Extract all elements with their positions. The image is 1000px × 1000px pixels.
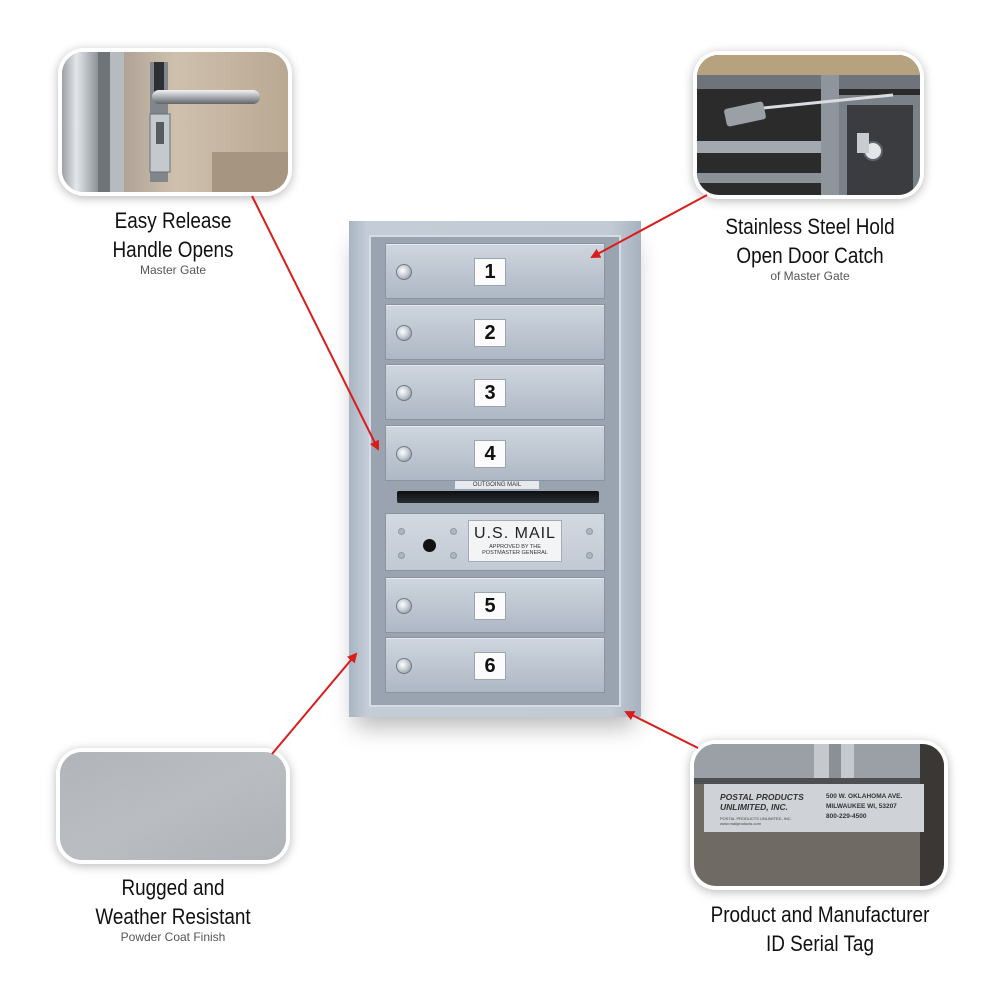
arrow-tag	[624, 711, 699, 749]
lock-icon	[396, 446, 412, 462]
outgoing-mail-slot	[397, 491, 599, 503]
caption-title-line-1: Easy Release	[114, 208, 232, 233]
caption-title-line-2: Open Door Catch	[736, 243, 884, 268]
mailbox-unit: 1 2 3 4 OUTGOING MAIL U.S. MAIL APPROV	[349, 221, 641, 717]
door-number: 2	[474, 319, 506, 347]
serial-tag-address: 500 W. OKLAHOMA AVE. MILWAUKEE WI, 53207…	[826, 792, 926, 822]
caption-subtitle: of Master Gate	[770, 269, 850, 283]
rivet	[586, 528, 593, 535]
us-mail-plate: U.S. MAIL APPROVED BY THE POSTMASTER GEN…	[468, 520, 562, 562]
parcel-door: U.S. MAIL APPROVED BY THE POSTMASTER GEN…	[385, 513, 605, 571]
lock-icon	[396, 264, 412, 280]
door-2: 2	[385, 304, 605, 360]
keyhole-icon	[423, 539, 436, 552]
mailbox-door-frame: 1 2 3 4 OUTGOING MAIL U.S. MAIL APPROV	[369, 235, 621, 707]
door-4: 4	[385, 425, 605, 481]
caption-title-line-1: Stainless Steel Hold	[725, 214, 895, 239]
brand-website: www.mailproducts.com	[720, 821, 761, 826]
lock-icon	[396, 658, 412, 674]
door-number: 3	[474, 379, 506, 407]
powder-coat-swatch-image	[60, 752, 286, 860]
brand-small-line: POSTAL PRODUCTS UNLIMITED, INC.	[720, 816, 792, 821]
serial-tag-brand: POSTAL PRODUCTS UNLIMITED, INC. POSTAL P…	[720, 792, 824, 826]
door-number: 6	[474, 652, 506, 680]
rivet	[450, 528, 457, 535]
door-3: 3	[385, 364, 605, 420]
lock-icon	[396, 598, 412, 614]
powder-caption: Rugged and Weather Resistant Powder Coat…	[60, 873, 286, 944]
serial-tag-background	[694, 744, 944, 886]
brand-line-2: UNLIMITED, INC.	[720, 802, 788, 812]
door-number: 5	[474, 592, 506, 620]
caption-subtitle: Powder Coat Finish	[120, 930, 226, 944]
tag-caption: Product and Manufacturer ID Serial Tag	[680, 900, 960, 958]
caption-title-line-2: ID Serial Tag	[766, 931, 874, 956]
door-6: 6	[385, 637, 605, 693]
phone-number: 800-229-4500	[826, 813, 867, 820]
handle-closeup-art	[62, 52, 288, 192]
approved-text: APPROVED BY THE	[489, 544, 541, 550]
caption-subtitle: Master Gate	[139, 263, 207, 277]
door-catch-closeup-image	[697, 55, 920, 195]
rivet	[398, 528, 405, 535]
powder-coat-texture	[60, 752, 286, 860]
caption-title-line-1: Product and Manufacturer	[710, 902, 930, 927]
brand-line-1: POSTAL PRODUCTS	[720, 792, 804, 802]
serial-tag-closeup-image: POSTAL PRODUCTS UNLIMITED, INC. POSTAL P…	[694, 744, 944, 886]
rivet	[586, 552, 593, 559]
door-catch-art	[697, 55, 920, 195]
postmaster-text: POSTMASTER GENERAL	[482, 550, 548, 556]
door-1: 1	[385, 243, 605, 299]
arrow-powder	[271, 652, 358, 755]
outgoing-mail-label: OUTGOING MAIL	[455, 481, 539, 489]
handle-closeup-image	[62, 52, 288, 192]
lock-icon	[396, 325, 412, 341]
address-line-1: 500 W. OKLAHOMA AVE.	[826, 793, 903, 800]
us-mail-title: U.S. MAIL	[474, 525, 556, 542]
catch-caption: Stainless Steel Hold Open Door Catch of …	[700, 212, 920, 283]
address-line-2: MILWAUKEE WI, 53207	[826, 803, 897, 810]
lock-icon	[396, 385, 412, 401]
door-number: 1	[474, 258, 506, 286]
door-number: 4	[474, 440, 506, 468]
caption-title-line-1: Rugged and	[121, 875, 225, 900]
door-5: 5	[385, 577, 605, 633]
caption-title-line-2: Handle Opens	[112, 237, 234, 262]
handle-caption: Easy Release Handle Opens Master Gate	[70, 206, 276, 277]
caption-title-line-2: Weather Resistant	[95, 904, 251, 929]
rivet	[398, 552, 405, 559]
rivet	[450, 552, 457, 559]
